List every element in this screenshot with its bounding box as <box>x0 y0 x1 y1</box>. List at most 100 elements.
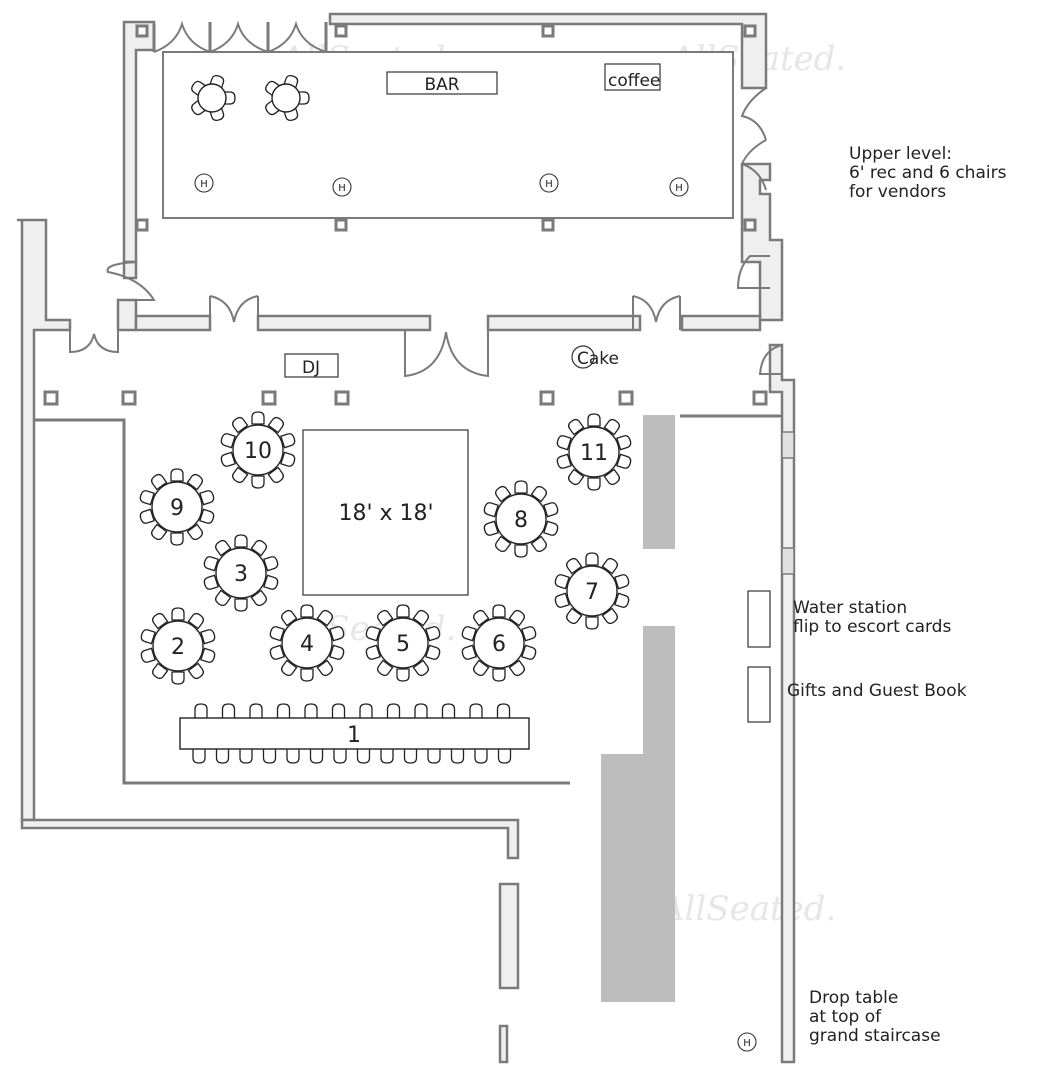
round-table: 3 <box>203 534 279 612</box>
chair <box>601 607 619 625</box>
chair <box>543 520 559 536</box>
heater-icon: H <box>539 173 559 193</box>
table-top <box>281 617 333 669</box>
chair <box>412 609 430 627</box>
chair <box>450 749 465 764</box>
table-number: 7 <box>585 580 599 605</box>
chair <box>614 574 630 590</box>
chair <box>329 626 345 642</box>
chair <box>263 556 279 572</box>
chair <box>603 418 621 436</box>
chair <box>386 703 401 718</box>
chair <box>601 557 619 575</box>
chair <box>412 659 430 677</box>
chair <box>221 703 236 718</box>
chair <box>554 574 570 590</box>
heater-icon: H <box>669 177 689 197</box>
chair <box>309 749 324 764</box>
head-table-number: 1 <box>347 723 361 748</box>
chair <box>333 749 347 764</box>
chair <box>203 574 219 590</box>
chair <box>170 468 184 482</box>
chair <box>427 749 441 764</box>
table-number: 10 <box>244 439 272 464</box>
chair <box>150 523 168 541</box>
chair <box>356 749 371 764</box>
chair <box>199 490 215 506</box>
table-number: 3 <box>234 562 248 587</box>
round-table: 4 <box>269 604 345 682</box>
dance-floor <box>302 429 469 596</box>
dance-floor-label: 18' x 18' <box>338 501 433 526</box>
chair <box>616 435 632 451</box>
chair <box>199 508 215 524</box>
table-top <box>151 481 203 533</box>
chair <box>497 749 512 764</box>
upper-level-note: Upper level: 6' rec and 6 chairs for ven… <box>849 144 1007 202</box>
chair <box>414 703 428 718</box>
chair <box>251 411 265 425</box>
chair <box>187 662 205 680</box>
chair <box>280 451 296 467</box>
chair <box>376 609 394 627</box>
heater-icon: H <box>737 1032 757 1052</box>
table-top <box>377 617 429 669</box>
bar-label: BAR <box>424 75 459 95</box>
chair <box>556 435 572 451</box>
chair <box>492 668 506 682</box>
chair <box>316 609 334 627</box>
chair <box>231 416 249 434</box>
table-number: 4 <box>300 632 314 657</box>
table-number: 9 <box>170 496 184 521</box>
table-top <box>215 547 267 599</box>
watermark: AllSeated. <box>657 889 836 929</box>
chair <box>472 659 490 677</box>
chair <box>249 703 263 718</box>
chair <box>565 607 583 625</box>
table-number: 11 <box>580 441 608 466</box>
gifts-table <box>747 666 771 723</box>
table-top <box>473 617 525 669</box>
chair <box>231 466 249 484</box>
heater-icon: H <box>332 177 352 197</box>
chair <box>267 466 285 484</box>
chair <box>214 589 232 607</box>
chair <box>280 659 298 677</box>
chair <box>396 604 410 618</box>
chair <box>186 523 204 541</box>
cake-table <box>571 345 595 369</box>
chair <box>171 671 185 685</box>
chair <box>521 644 537 660</box>
chair <box>587 477 601 491</box>
chair <box>170 532 184 546</box>
corridor-doors <box>69 261 783 378</box>
chair <box>585 552 599 566</box>
corridor-walls <box>17 218 796 1064</box>
upper-doors <box>153 20 770 289</box>
chair <box>567 468 585 486</box>
round-table: 6 <box>461 604 537 682</box>
chair <box>251 475 265 489</box>
chair <box>265 98 282 116</box>
columns-upper <box>135 24 757 232</box>
dj-label: DJ <box>302 358 320 378</box>
bar-table <box>386 71 498 95</box>
chair <box>234 598 248 612</box>
chair <box>300 668 314 682</box>
cake-label: Cake <box>577 349 619 369</box>
chair <box>614 592 630 608</box>
chair <box>191 98 208 116</box>
chair <box>280 433 296 449</box>
chair <box>139 508 155 524</box>
water-station-table <box>747 590 771 648</box>
gifts-note: Gifts and Guest Book <box>787 681 967 701</box>
chair <box>140 629 156 645</box>
chair <box>286 749 300 764</box>
chair <box>514 544 528 558</box>
round-table: 5 <box>365 604 441 682</box>
columns-main <box>43 390 768 406</box>
chair <box>521 626 537 642</box>
chair <box>151 662 169 680</box>
